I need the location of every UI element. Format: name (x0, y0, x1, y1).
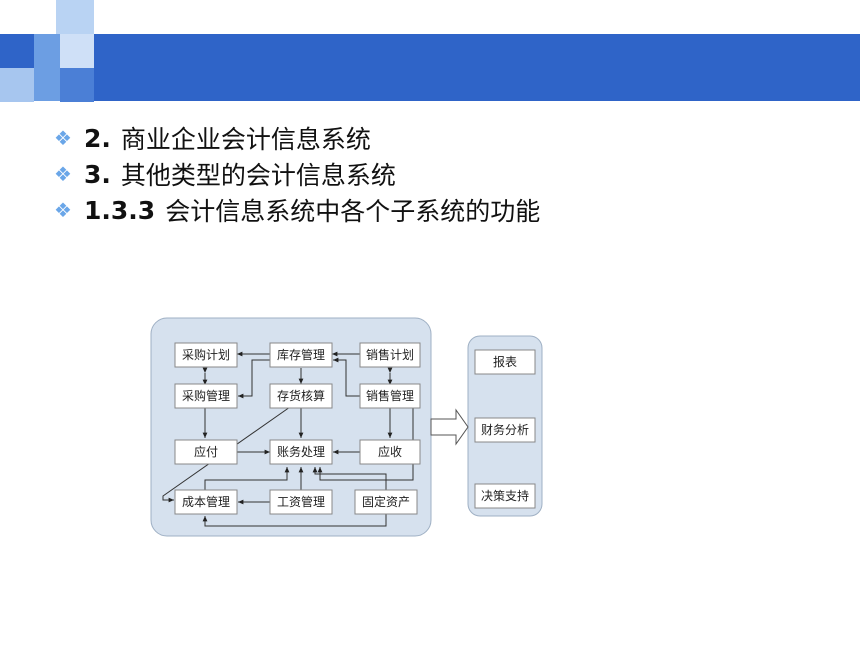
flow-line (312, 467, 387, 490)
module-ledger: 账务处理 (269, 439, 333, 465)
diamond-bullet-icon: ❖ (54, 126, 72, 150)
module-payroll: 工资管理 (269, 489, 333, 515)
output-financial-analysis: 财务分析 (474, 417, 536, 443)
deco-square (56, 0, 94, 34)
svg-text:成本管理: 成本管理 (182, 494, 230, 509)
module-cost-mgmt: 成本管理 (174, 489, 238, 515)
module-inventory-mgmt: 库存管理 (269, 342, 333, 368)
output-reports: 报表 (474, 349, 536, 375)
bullet-number: 2. (84, 123, 111, 153)
module-stock-accounting: 存货核算 (269, 383, 333, 409)
deco-square (34, 34, 60, 101)
svg-text:采购管理: 采购管理 (182, 388, 230, 403)
svg-text:账务处理: 账务处理 (277, 444, 325, 459)
bullet-item: ❖ 3. 其他类型的会计信息系统 (54, 156, 540, 192)
flow-line (202, 514, 387, 527)
bullet-text: 会计信息系统中各个子系统的功能 (165, 197, 541, 226)
bullet-number: 1.3.3 (84, 195, 156, 225)
svg-text:决策支持: 决策支持 (481, 488, 529, 503)
output-decision-support: 决策支持 (474, 483, 536, 509)
module-sales-mgmt: 销售管理 (359, 383, 421, 409)
bullet-text: 商业企业会计信息系统 (120, 125, 371, 154)
svg-text:采购计划: 采购计划 (182, 347, 230, 362)
svg-text:库存管理: 库存管理 (277, 347, 325, 362)
bullet-number: 3. (84, 159, 111, 189)
flow-line (238, 359, 270, 399)
module-receivable: 应收 (359, 439, 421, 465)
deco-square (0, 68, 34, 102)
module-payable: 应付 (174, 439, 238, 465)
svg-text:销售计划: 销售计划 (366, 347, 414, 362)
diamond-bullet-icon: ❖ (54, 198, 72, 222)
bullet-list: ❖ 2. 商业企业会计信息系统 ❖ 3. 其他类型的会计信息系统 ❖ 1.3.3… (54, 120, 540, 228)
svg-text:存货核算: 存货核算 (277, 388, 325, 403)
svg-text:工资管理: 工资管理 (277, 494, 325, 509)
svg-text:销售管理: 销售管理 (366, 388, 414, 403)
flow-line (333, 357, 360, 397)
bullet-item: ❖ 2. 商业企业会计信息系统 (54, 120, 540, 156)
module-purchase-plan: 采购计划 (174, 342, 238, 368)
svg-text:报表: 报表 (493, 354, 517, 369)
diamond-bullet-icon: ❖ (54, 162, 72, 186)
svg-text:财务分析: 财务分析 (481, 422, 529, 437)
module-fixed-assets: 固定资产 (354, 489, 418, 515)
bullet-item: ❖ 1.3.3 会计信息系统中各个子系统的功能 (54, 192, 540, 228)
deco-square (60, 34, 94, 68)
bullet-text: 其他类型的会计信息系统 (120, 161, 396, 190)
header-band (0, 34, 860, 101)
svg-text:应收: 应收 (378, 444, 402, 459)
svg-text:应付: 应付 (194, 444, 218, 459)
module-sales-plan: 销售计划 (359, 342, 421, 368)
svg-text:固定资产: 固定资产 (362, 494, 410, 509)
module-purchase-mgmt: 采购管理 (174, 383, 238, 409)
flow-line (204, 467, 290, 490)
output-arrow (430, 408, 469, 446)
deco-square (60, 68, 94, 102)
